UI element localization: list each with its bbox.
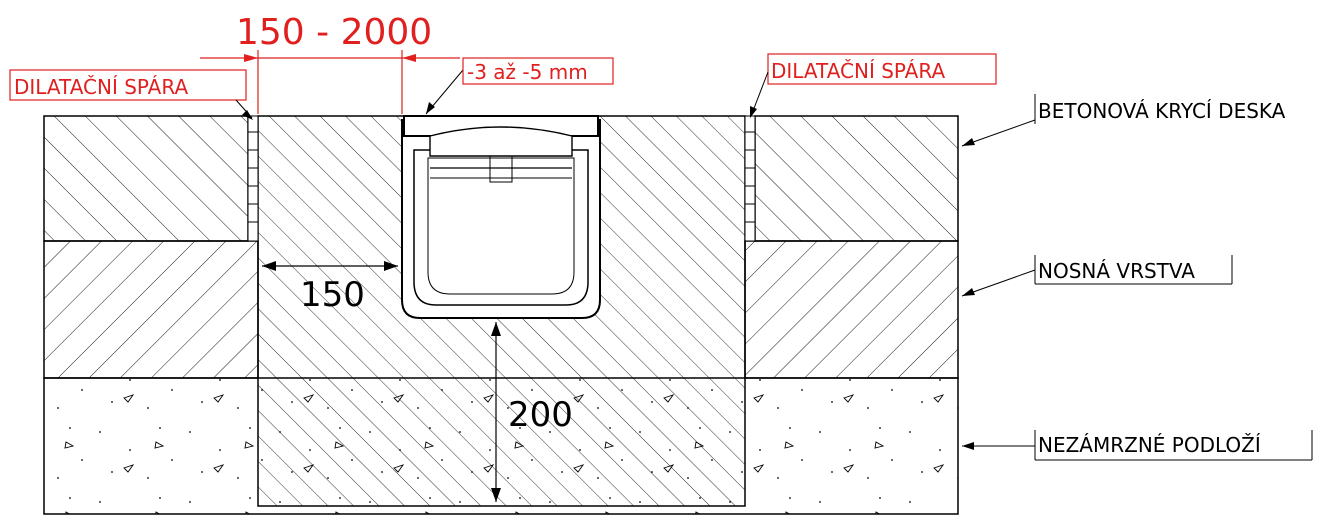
joint-spacing-dimension (200, 50, 460, 114)
expansion-joint-right-label: DILATAČNÍ SPÁRA (771, 59, 945, 83)
grate-offset-leader (425, 57, 614, 115)
joint-spacing-value: 150 - 2000 (236, 12, 432, 53)
subgrade-label: NEZÁMRZNÉ PODLOŽÍ (1038, 433, 1261, 457)
cover-slab-left (43, 115, 249, 242)
drainage-channel (401, 115, 601, 319)
base-concrete-value: 200 (508, 395, 573, 435)
expansion-joint-left-label: DILATAČNÍ SPÁRA (14, 75, 188, 99)
base-layer-left (43, 240, 259, 379)
cover-slab-label: BETONOVÁ KRYCÍ DESKA (1038, 99, 1286, 123)
cover-slab-callout (961, 94, 1036, 147)
expansion-joint-left-label-box (9, 69, 247, 101)
base-concrete-dimension (491, 322, 501, 502)
expansion-joint-right (744, 115, 756, 242)
base-layer-label: NOSNÁ VRSTVA (1038, 259, 1195, 283)
side-concrete-dimension (262, 261, 398, 271)
expansion-joint-right-label-box (767, 53, 997, 85)
expansion-joint-right-arrow (750, 106, 757, 118)
subgrade-callout (962, 430, 1313, 461)
side-concrete-value: 150 (300, 275, 365, 315)
cover-slab-right (754, 115, 959, 242)
expansion-joint-left-arrow (242, 110, 253, 120)
base-layer-callout (961, 255, 1233, 297)
expansion-joint-left (247, 115, 259, 242)
base-layer-right (744, 240, 959, 379)
grate-offset-value: -3 až -5 mm (467, 60, 588, 84)
